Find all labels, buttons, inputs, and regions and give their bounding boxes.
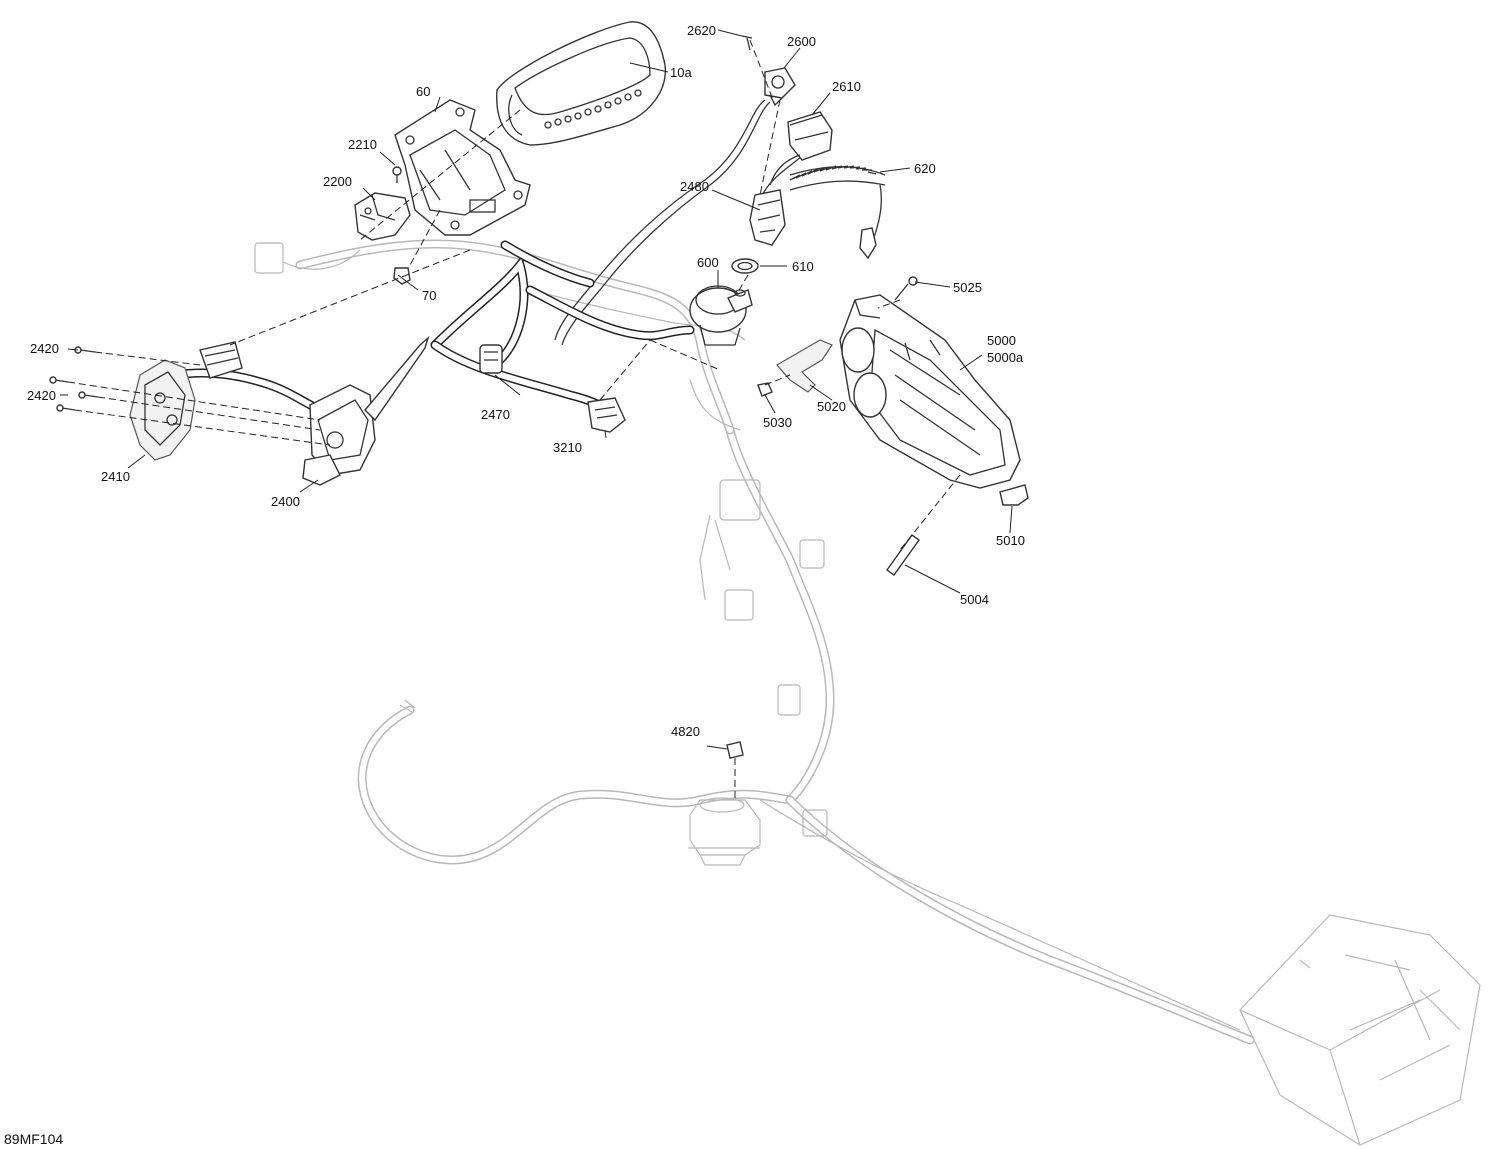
label-2200: 2200 (323, 174, 352, 189)
part-number-labels: 10a 60 2210 2200 70 600 610 620 2480 262… (4, 23, 1025, 1147)
connector-3210-part (587, 397, 626, 433)
sensor-2200-part (354, 192, 411, 241)
label-5020: 5020 (817, 399, 846, 414)
switch-cluster-2400-part (170, 335, 430, 486)
label-5000: 5000 (987, 333, 1016, 348)
label-5010: 5010 (996, 533, 1025, 548)
label-5025: 5025 (953, 280, 982, 295)
mounting-bracket-part (394, 99, 531, 236)
bracket-5020-part (776, 339, 833, 393)
label-620: 620 (914, 161, 936, 176)
label-5004: 5004 (960, 592, 989, 607)
label-2420-top: 2420 (30, 341, 59, 356)
switch-housing-2610-part (787, 111, 833, 161)
label-2480: 2480 (680, 179, 709, 194)
label-5000a: 5000a (987, 350, 1024, 365)
button-2600-part (764, 67, 796, 107)
ecm-module-5000-part (839, 294, 1021, 489)
nut-ring-610-part (731, 258, 759, 274)
pin-5004-part (886, 534, 920, 576)
label-2470: 2470 (481, 407, 510, 422)
assembly-dashed-lines (67, 39, 961, 800)
label-610: 610 (792, 259, 814, 274)
label-600: 600 (697, 255, 719, 270)
label-3210: 3210 (553, 440, 582, 455)
gauge-display-part (496, 21, 666, 146)
cable-2470-part (430, 240, 695, 415)
label-2410: 2410 (101, 469, 130, 484)
label-60: 60 (416, 84, 430, 99)
clip-5010-part (999, 484, 1029, 506)
screw-2210-part (392, 166, 402, 183)
label-4820: 4820 (671, 724, 700, 739)
label-2600: 2600 (787, 34, 816, 49)
label-10a: 10a (670, 65, 692, 80)
background-harness (254, 239, 1481, 1146)
screws-2420-part (49, 346, 99, 412)
bolt-5025-part (894, 276, 918, 301)
clip-70-part (393, 267, 411, 285)
screw-2620-part (741, 35, 753, 51)
indicator-dots (544, 89, 642, 129)
nut-5030-part (757, 382, 773, 397)
label-2400: 2400 (271, 494, 300, 509)
ignition-switch-600-part (689, 285, 753, 346)
cover-2410-part (129, 359, 196, 461)
tether-cord-620-part (749, 154, 886, 260)
label-2620: 2620 (687, 23, 716, 38)
label-2610: 2610 (832, 79, 861, 94)
figure-code: 89MF104 (4, 1131, 63, 1147)
label-5030: 5030 (763, 415, 792, 430)
label-2210: 2210 (348, 137, 377, 152)
label-2420-bottom: 2420 (27, 388, 56, 403)
label-70: 70 (422, 288, 436, 303)
nut-4820-part (726, 741, 744, 759)
leader-lines (60, 29, 1013, 750)
